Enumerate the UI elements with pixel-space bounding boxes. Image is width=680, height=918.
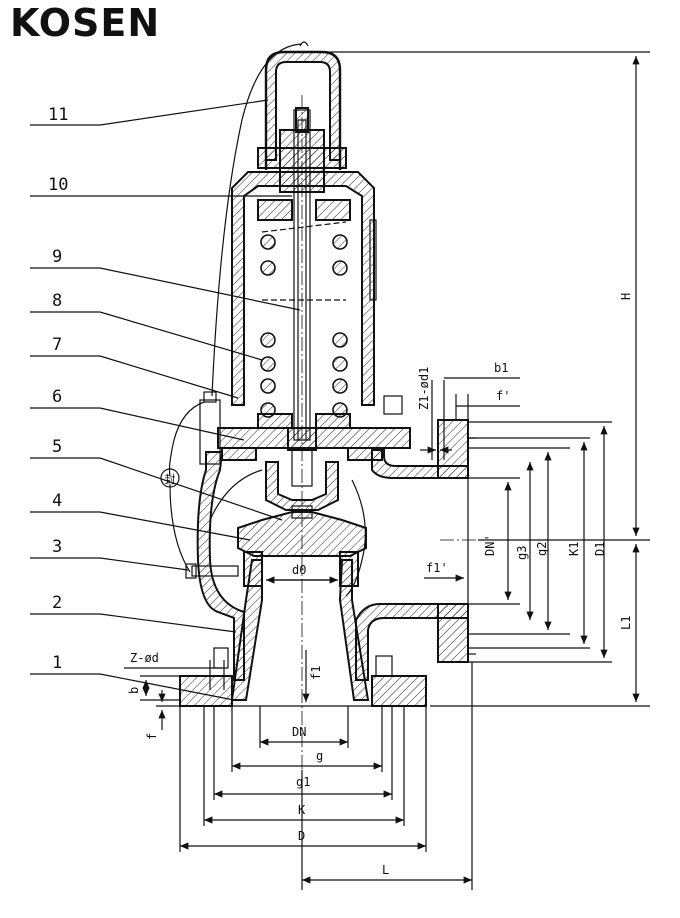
dim-D: D [298, 829, 305, 843]
spring [257, 199, 351, 429]
part-number: 11 [48, 105, 68, 125]
part-number: 8 [52, 291, 62, 311]
dim-f1: f1 [309, 666, 323, 680]
dim-Z1-d1: Z1-ød1 [417, 367, 431, 410]
inlet-flange [179, 647, 427, 707]
dim-d0: d0 [292, 563, 306, 577]
dimension-outlet-face [420, 377, 520, 582]
dim-b: b [127, 687, 141, 694]
part-numbers: 11 10 9 8 7 6 5 4 3 2 1 [48, 105, 68, 673]
dim-L1: L1 [619, 616, 633, 630]
nozzle [230, 551, 370, 701]
dimension-H-L1 [310, 51, 650, 707]
dim-DN: DN [292, 725, 306, 739]
bonnet [231, 171, 377, 406]
part-number: 1 [52, 653, 62, 673]
dim-H: H [619, 293, 633, 300]
dim-g2: g2 [535, 542, 549, 556]
dim-g: g [316, 749, 323, 763]
dim-Z-d: Z-ød [130, 651, 159, 665]
dim-f-prime: f' [496, 389, 510, 403]
dim-g3: g3 [515, 546, 529, 560]
dim-DN-prime: DN' [483, 534, 497, 556]
dim-L: L [382, 863, 389, 877]
dimension-outlet [468, 421, 612, 663]
dimension-seat [266, 576, 338, 702]
seal-icon [160, 468, 180, 488]
dim-b1: b1 [494, 361, 508, 375]
adjusting-screw [279, 107, 325, 441]
seal-wire [160, 43, 303, 573]
part-number: 9 [52, 247, 62, 267]
dim-f1-prime: f1' [426, 561, 448, 575]
dim-K1: K1 [567, 542, 581, 556]
part-number: 5 [52, 437, 62, 457]
dim-f: f [145, 733, 159, 740]
dim-K: K [298, 803, 306, 817]
dim-g1: g1 [296, 775, 310, 789]
part-leaders [30, 99, 301, 701]
part-number: 6 [52, 387, 62, 407]
disc-holder [265, 461, 339, 511]
dimension-inlet-flange [124, 660, 225, 730]
dim-D1: D1 [593, 542, 607, 556]
part-number: 2 [52, 593, 62, 613]
dimension-inlet [179, 662, 473, 890]
part-number: 10 [48, 175, 68, 195]
brand-logo: KOSEN [10, 1, 161, 45]
part-number: 3 [52, 537, 62, 557]
part-number: 7 [52, 335, 62, 355]
part-number: 4 [52, 491, 62, 511]
valve-disc [237, 505, 367, 557]
seal-label: 封 [165, 472, 176, 486]
ring-screw [185, 563, 239, 579]
